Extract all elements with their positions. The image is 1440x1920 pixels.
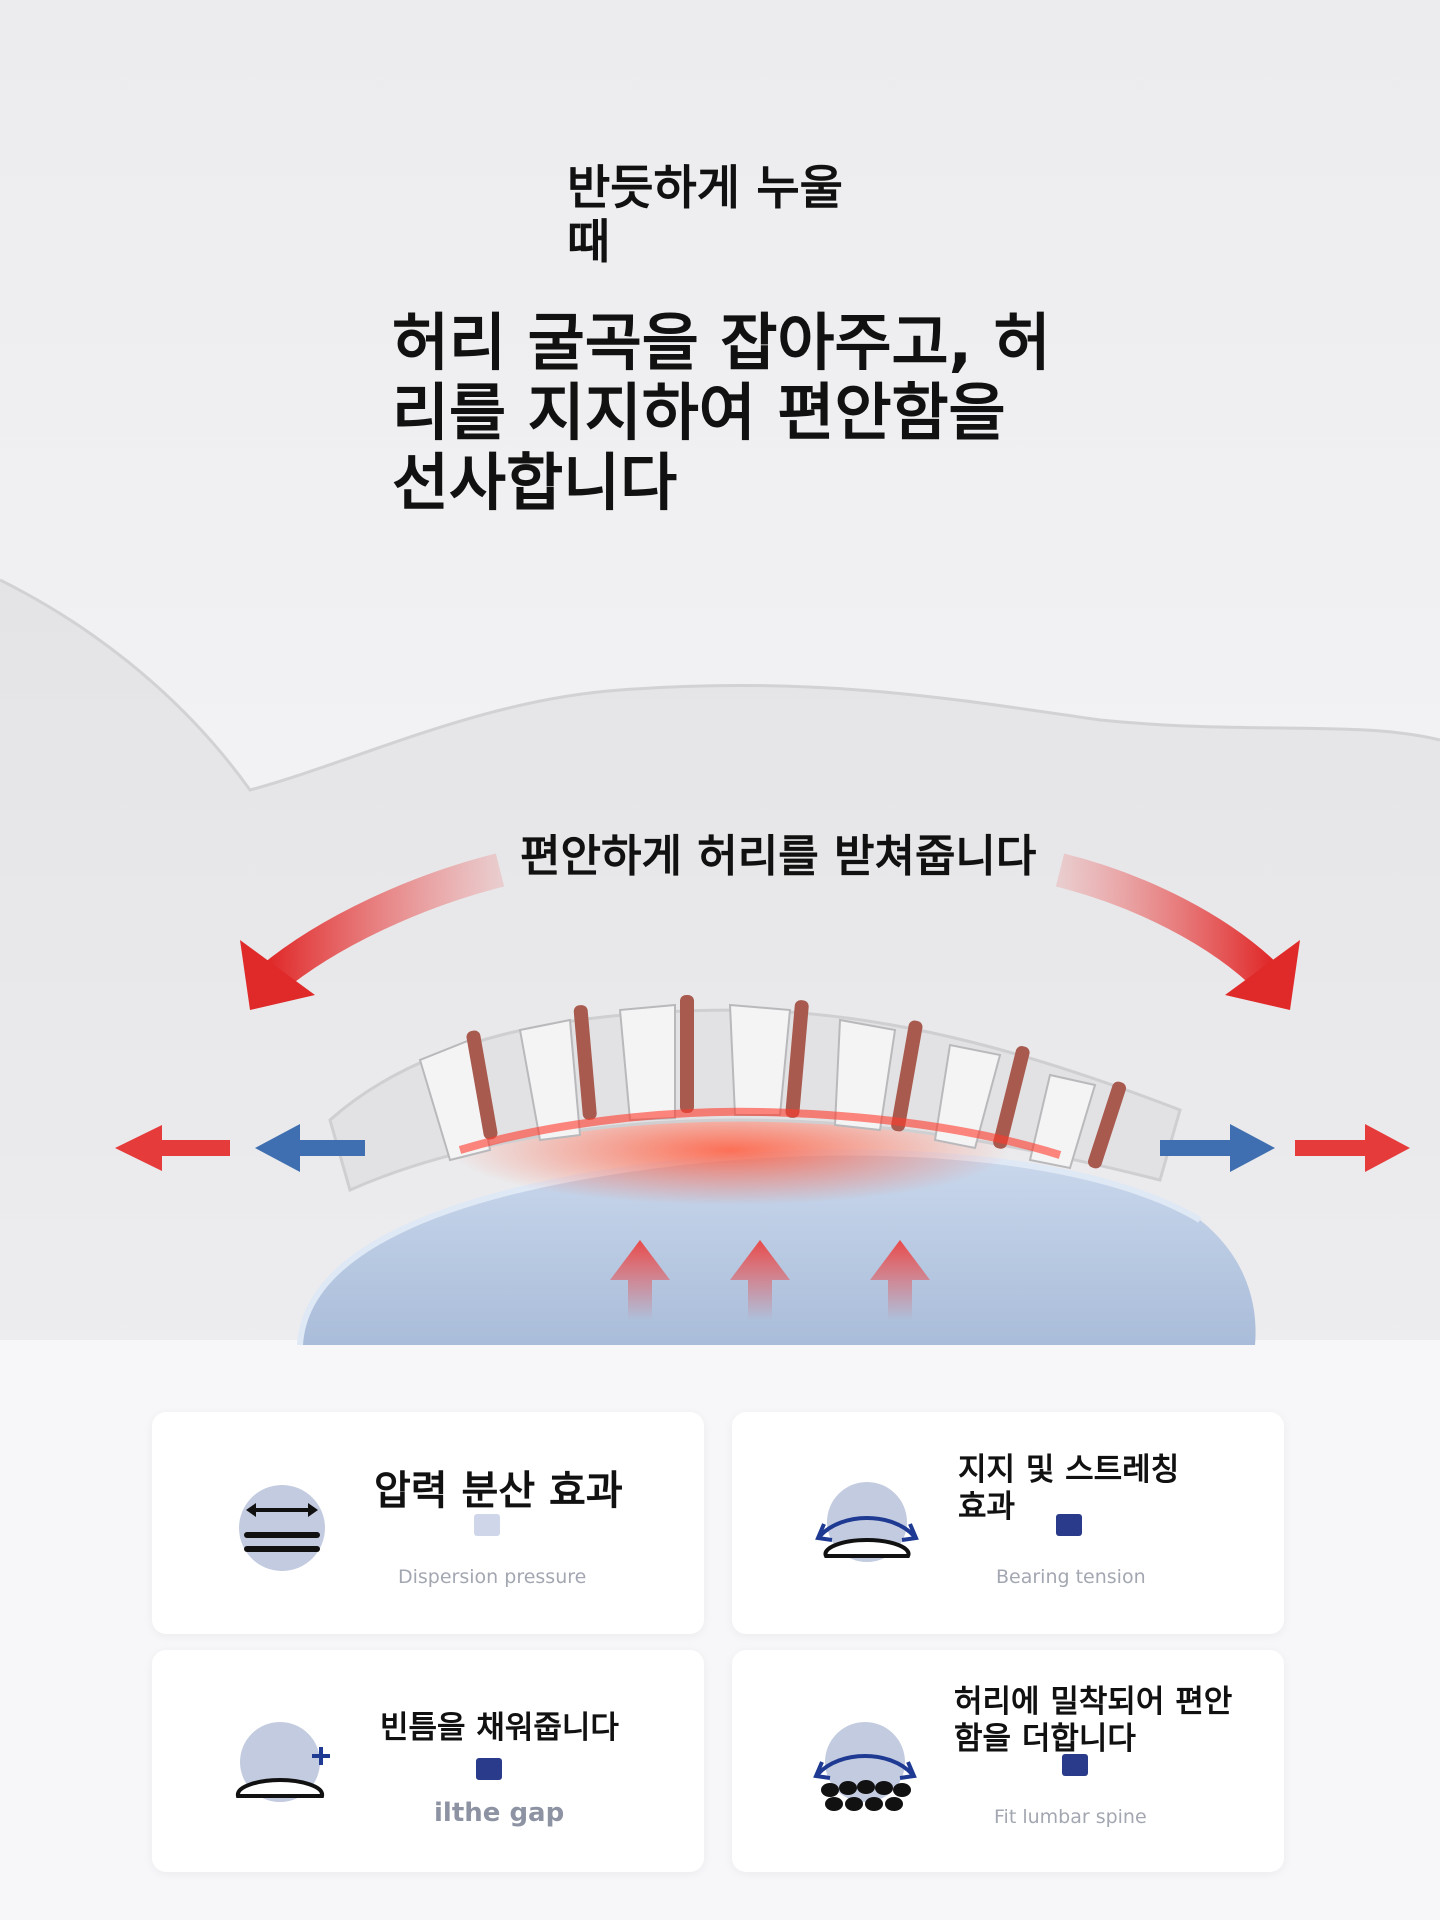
- feature-title: 지지 및 스트레칭 효과: [958, 1452, 1180, 1525]
- thumbnail-icon: [1062, 1754, 1088, 1776]
- thumbnail-icon: [1056, 1514, 1082, 1536]
- feature-title: 압력 분산 효과: [374, 1468, 623, 1514]
- feature-subtitle: Bearing tension: [996, 1566, 1146, 1588]
- feature-title: 빈틈을 채워줍니다: [380, 1710, 619, 1746]
- feature-subtitle: Fit lumbar spine: [994, 1806, 1147, 1828]
- stretch-arc-icon: [815, 1482, 919, 1562]
- lumbar-fit-icon: [813, 1722, 917, 1811]
- thumbnail-icon: [474, 1514, 500, 1536]
- feature-card-dispersion: 압력 분산 효과 Dispersion pressure: [152, 1412, 704, 1634]
- hero-headline: 허리 굴곡을 잡아주고, 허리를 지지하여 편안함을 선사합니다: [392, 306, 1051, 519]
- feature-subtitle: Dispersion pressure: [398, 1566, 587, 1588]
- feature-subtitle: ilthe gap: [434, 1798, 565, 1828]
- hero-subtitle: 반듯하게 누울 때: [567, 161, 843, 270]
- feature-card-stretch: 지지 및 스트레칭 효과 Bearing tension: [732, 1412, 1284, 1634]
- pressure-dispersion-icon: [239, 1485, 325, 1571]
- support-label: 편안하게 허리를 받쳐줍니다: [520, 831, 1037, 882]
- feature-title: 허리에 밀착되어 편안함을 더합니다: [954, 1684, 1233, 1757]
- feature-card-gap: 빈틈을 채워줍니다 ilthe gap: [152, 1650, 704, 1872]
- fill-gap-icon: [236, 1722, 330, 1802]
- thumbnail-icon: [476, 1758, 502, 1780]
- feature-card-lumbar: 허리에 밀착되어 편안함을 더합니다 Fit lumbar spine: [732, 1650, 1284, 1872]
